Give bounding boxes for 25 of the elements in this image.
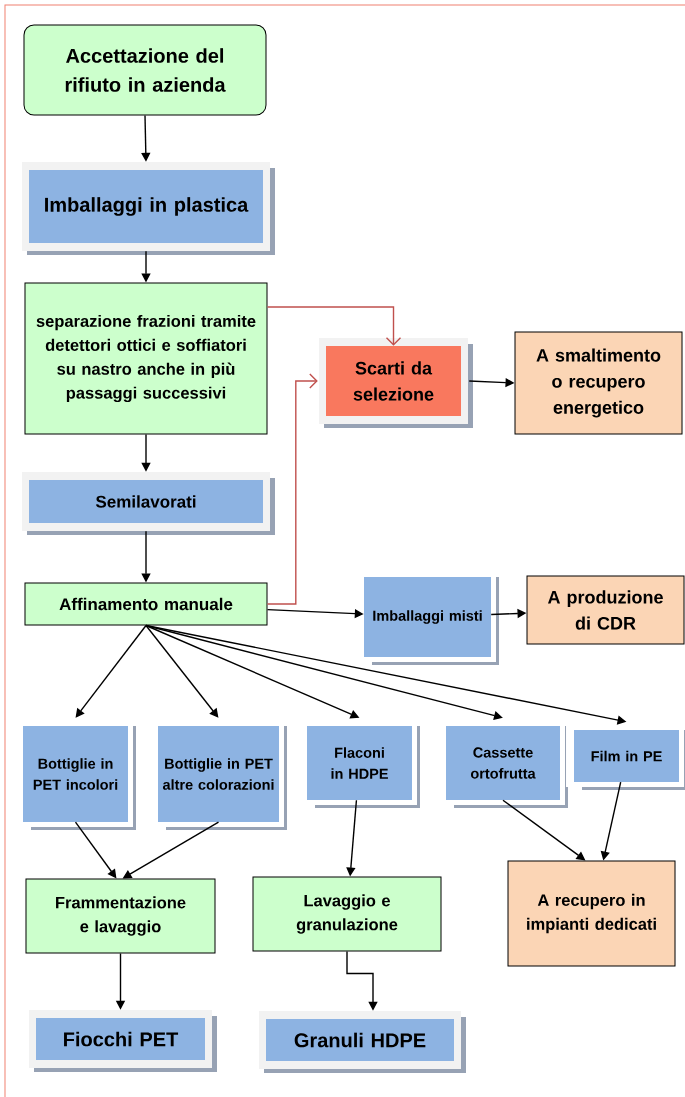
arrow xyxy=(266,306,402,346)
material-box: Imballaggi in plastica xyxy=(22,162,275,255)
material-box: Imballaggi misti xyxy=(356,569,499,665)
material-box: Granuli HDPE xyxy=(259,1011,466,1073)
node-label: Cassette ortofrutta xyxy=(470,747,536,779)
node-label: Film in PE xyxy=(591,750,662,762)
destination-box: A smaltimento o recupero energetico xyxy=(514,331,683,435)
material-box: Semilavorati xyxy=(22,472,275,535)
process-box: Lavaggio e granulazione xyxy=(252,876,442,952)
material-box: Film in PE xyxy=(566,722,685,790)
process-box: Frammentazione e lavaggio xyxy=(25,878,216,954)
material-box: Fiocchi PET xyxy=(29,1010,217,1072)
process-box: separazione frazioni tramite detettori ottici e soffiatori su nastro anche in più passaggi successivi xyxy=(24,282,268,435)
arrow xyxy=(145,624,219,718)
material-box: Bottiglie in PET incolori xyxy=(15,718,136,830)
arrow xyxy=(75,624,147,718)
reject-box: Scarti da selezione xyxy=(319,338,473,428)
start-box: Accettazione del rifiuto in azienda xyxy=(23,24,267,116)
material-box: Bottiglie in PET altre colorazioni xyxy=(150,718,287,830)
process-box: Affinamento manuale xyxy=(24,582,268,626)
material-box: Flaconi in HDPE xyxy=(299,718,420,808)
destination-box: A recupero in impianti dedicati xyxy=(507,860,676,967)
arrow xyxy=(266,373,318,605)
material-box: Cassette ortofrutta xyxy=(438,718,568,808)
destination-box: A produzione di CDR xyxy=(526,575,685,645)
